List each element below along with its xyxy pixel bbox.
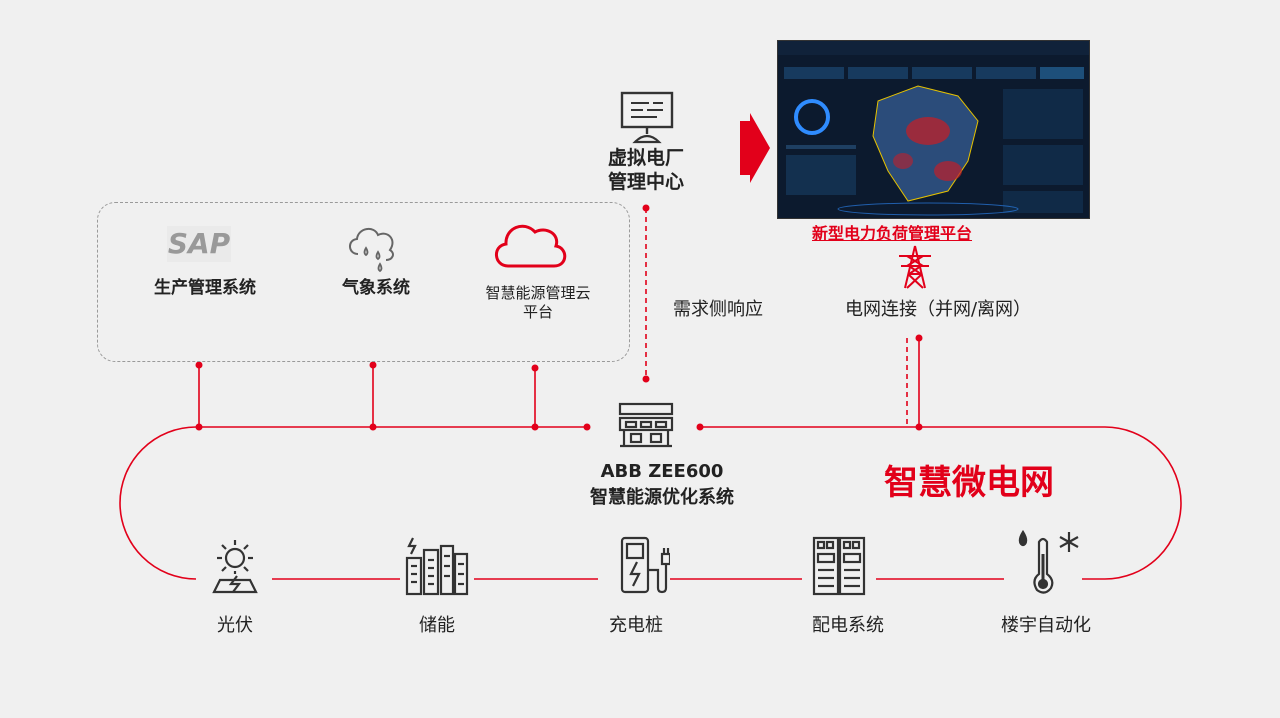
production-system-label: 生产管理系统 — [154, 278, 256, 298]
battery-storage-icon — [405, 537, 469, 596]
main-bus-loop — [119, 426, 1182, 580]
product-name: ABB ZEE600 — [600, 461, 724, 482]
device-label-storage: 储能 — [419, 615, 455, 636]
vpp-center-label: 虚拟电厂 管理中心 — [607, 147, 684, 193]
dashboard-graphic — [778, 41, 1089, 216]
device-label-solar: 光伏 — [217, 615, 253, 636]
load-management-dashboard — [777, 40, 1090, 219]
thermometer-snowflake-icon — [1018, 530, 1079, 594]
solar-panel-icon — [212, 540, 258, 594]
external-systems-group — [97, 202, 630, 362]
device-label-building: 楼宇自动化 — [1001, 615, 1091, 636]
arrow-right-icon — [740, 113, 770, 183]
platform-name-label: 新型电力负荷管理平台 — [812, 224, 973, 243]
switchgear-icon — [812, 536, 866, 596]
ev-charger-icon — [620, 536, 670, 594]
grid-connection-label: 电网连接（并网/离网） — [844, 299, 1032, 320]
weather-system-label: 气象系统 — [342, 278, 410, 298]
demand-response-label: 需求侧响应 — [673, 299, 763, 320]
product-description: 智慧能源优化系统 — [590, 487, 734, 508]
microgrid-title: 智慧微电网 — [884, 463, 1054, 503]
device-label-charger: 充电桩 — [609, 615, 663, 636]
cloud-icon — [495, 224, 567, 268]
cloud-rain-icon — [349, 227, 394, 273]
transmission-tower-icon — [899, 245, 931, 289]
sap-logo: SAP — [167, 226, 231, 262]
monitor-icon — [620, 91, 674, 144]
cloud-platform-label: 智慧能源管理云 平台 — [485, 284, 591, 321]
device-label-switchgear: 配电系统 — [812, 615, 884, 636]
controller-icon — [618, 402, 674, 448]
